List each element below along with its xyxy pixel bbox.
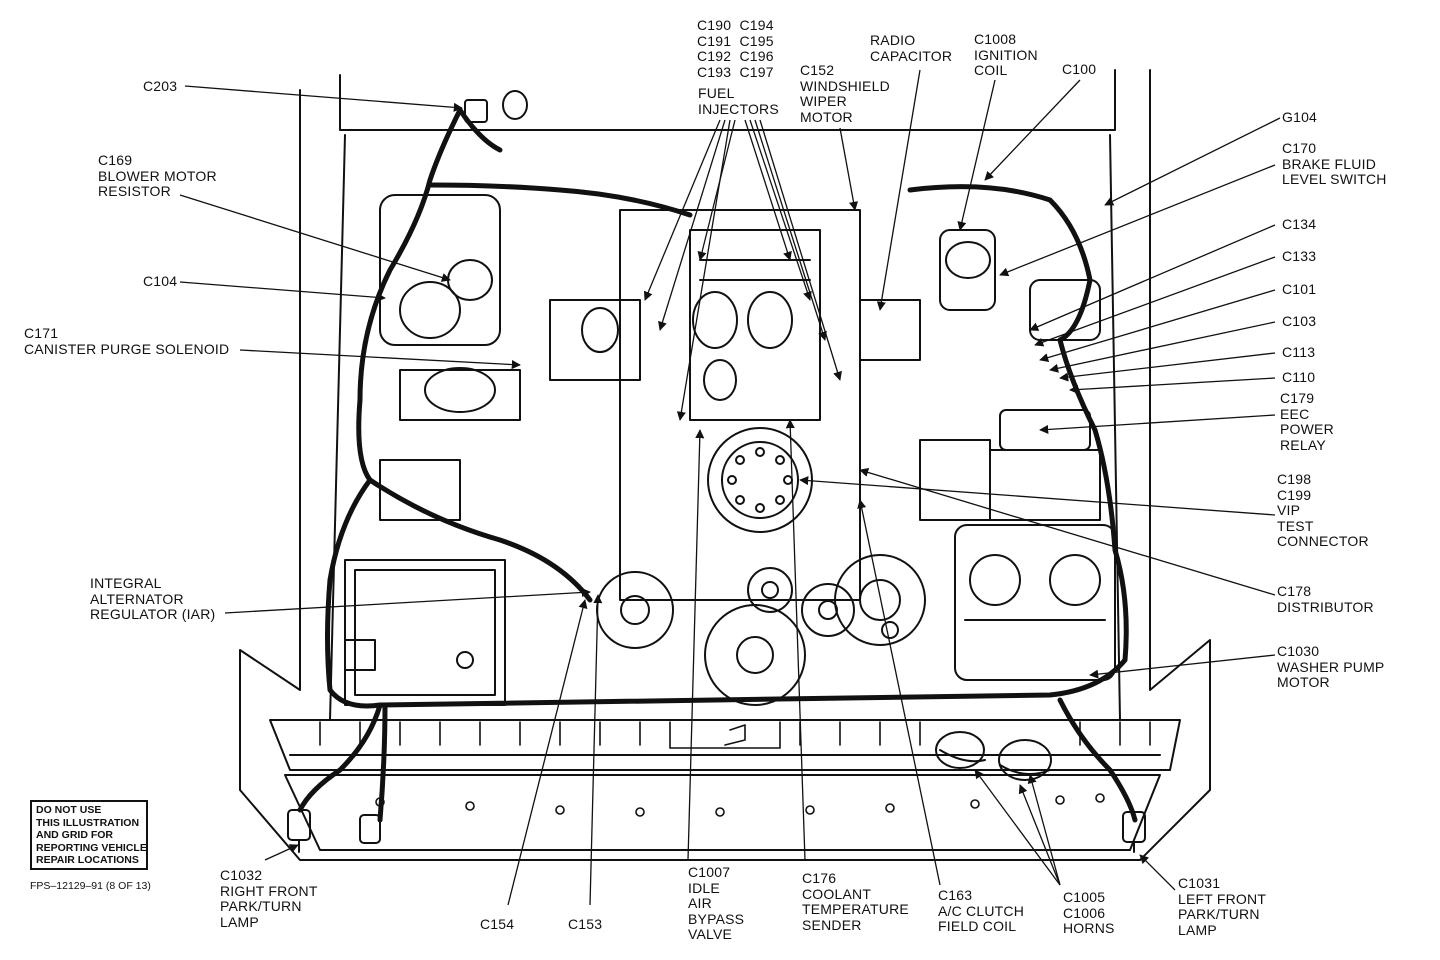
air-cleaner (954, 449, 1116, 681)
label-c178: C178 DISTRIBUTOR (1277, 583, 1374, 615)
label-c171: C171 CANISTER PURGE SOLENOID (24, 325, 230, 357)
leader-c1008 (957, 79, 996, 231)
c203-connector (464, 90, 528, 123)
label-vip: C198 C199 VIP TEST CONNECTOR (1277, 471, 1369, 549)
label-g104: G104 (1282, 109, 1318, 125)
leader-c163 (857, 499, 941, 886)
label-c170: C170 BRAKE FLUID LEVEL SWITCH (1282, 140, 1387, 187)
pulleys (596, 554, 926, 706)
disclaimer-box: DO NOT USE THIS ILLUSTRATION AND GRID FO… (30, 800, 148, 870)
label-c104: C104 (143, 273, 178, 289)
leader-radio-cap (876, 69, 921, 311)
grille-tabs (319, 721, 1151, 749)
label-c176: C176 COOLANT TEMPERATURE SENDER (802, 870, 909, 933)
label-c110: C110 (1282, 369, 1316, 385)
label-radio-capacitor: RADIO CAPACITOR (870, 32, 953, 64)
leader-g104 (1104, 117, 1281, 206)
label-injector-codes: C190 C194 C191 C195 C192 C196 C193 C197 (697, 17, 774, 80)
front-lamp-connectors (287, 809, 1146, 853)
leader-inj-8 (759, 119, 842, 381)
leader-c178 (859, 468, 1276, 596)
leader-c1032 (264, 844, 299, 861)
label-c134: C134 (1282, 216, 1317, 232)
label-c153: C153 (568, 916, 603, 932)
label-c154: C154 (480, 916, 515, 932)
leader-inj-4 (697, 119, 736, 261)
leader-c153 (589, 594, 603, 906)
label-horns: C1005 C1006 HORNS (1063, 889, 1115, 936)
leader-c203 (184, 85, 463, 112)
label-fuel-injectors: FUEL INJECTORS (698, 85, 779, 117)
leader-c110 (1069, 377, 1276, 395)
label-c1030: C1030 WASHER PUMP MOTOR (1277, 643, 1385, 690)
label-c100: C100 (1062, 61, 1097, 77)
battery (344, 559, 506, 706)
label-iar: INTEGRAL ALTERNATOR REGULATOR (IAR) (90, 575, 216, 622)
label-c1032: C1032 RIGHT FRONT PARK/TURN LAMP (220, 867, 318, 930)
leader-inj-2 (658, 119, 726, 331)
label-c152: C152 WINDSHIELD WIPER MOTOR (800, 62, 890, 125)
label-c179: C179 EEC POWER RELAY (1280, 390, 1334, 453)
leader-c171 (239, 349, 521, 370)
horns (935, 731, 1052, 781)
leader-inj-1 (643, 119, 721, 301)
wiring-harness (297, 107, 1138, 823)
leader-c170 (999, 164, 1276, 277)
leader-lines (179, 69, 1281, 906)
label-c1031: C1031 LEFT FRONT PARK/TURN LAMP (1178, 875, 1267, 938)
label-c1008: C1008 IGNITION COIL (974, 31, 1038, 78)
cowl-components (379, 194, 1101, 521)
engine-block (619, 209, 861, 601)
label-c169: C169 BLOWER MOTOR RESISTOR (98, 152, 217, 199)
leader-c104 (179, 281, 386, 302)
leader-inj-3 (676, 119, 731, 421)
leader-c152 (839, 127, 859, 211)
label-c101: C101 (1282, 281, 1317, 297)
leader-c133 (1034, 256, 1276, 347)
leader-c169 (179, 194, 451, 282)
leader-c113 (1059, 352, 1276, 382)
label-c113: C113 (1282, 344, 1316, 360)
leader-vip (799, 476, 1276, 516)
leader-horns-c (1018, 784, 1061, 886)
leader-c103 (1049, 321, 1276, 373)
leader-c1007 (687, 429, 705, 861)
leader-horns-a (974, 769, 1061, 886)
leader-c100 (984, 79, 1081, 181)
figure-id: FPS–12129–91 (8 OF 13) (30, 880, 151, 892)
leader-c1030 (1089, 654, 1276, 679)
leader-c176 (785, 419, 806, 861)
leader-inj-5 (744, 119, 792, 261)
leader-c1031 (1139, 854, 1176, 891)
leader-c179 (1039, 414, 1276, 435)
leader-c134 (1029, 224, 1276, 331)
leader-c101 (1039, 289, 1276, 363)
leader-iar (224, 587, 591, 614)
label-c103: C103 (1282, 313, 1317, 329)
bumper-bolts (375, 793, 1105, 817)
label-c163: C163 A/C CLUTCH FIELD COIL (938, 887, 1025, 934)
leader-c154 (507, 599, 588, 906)
leader-inj-7 (754, 119, 827, 341)
leader-inj-6 (749, 119, 812, 301)
label-c203: C203 (143, 78, 178, 94)
label-c133: C133 (1282, 248, 1317, 264)
distributor (707, 427, 813, 533)
leader-horns-b (1027, 774, 1061, 886)
label-c1007: C1007 IDLE AIR BYPASS VALVE (688, 864, 745, 942)
